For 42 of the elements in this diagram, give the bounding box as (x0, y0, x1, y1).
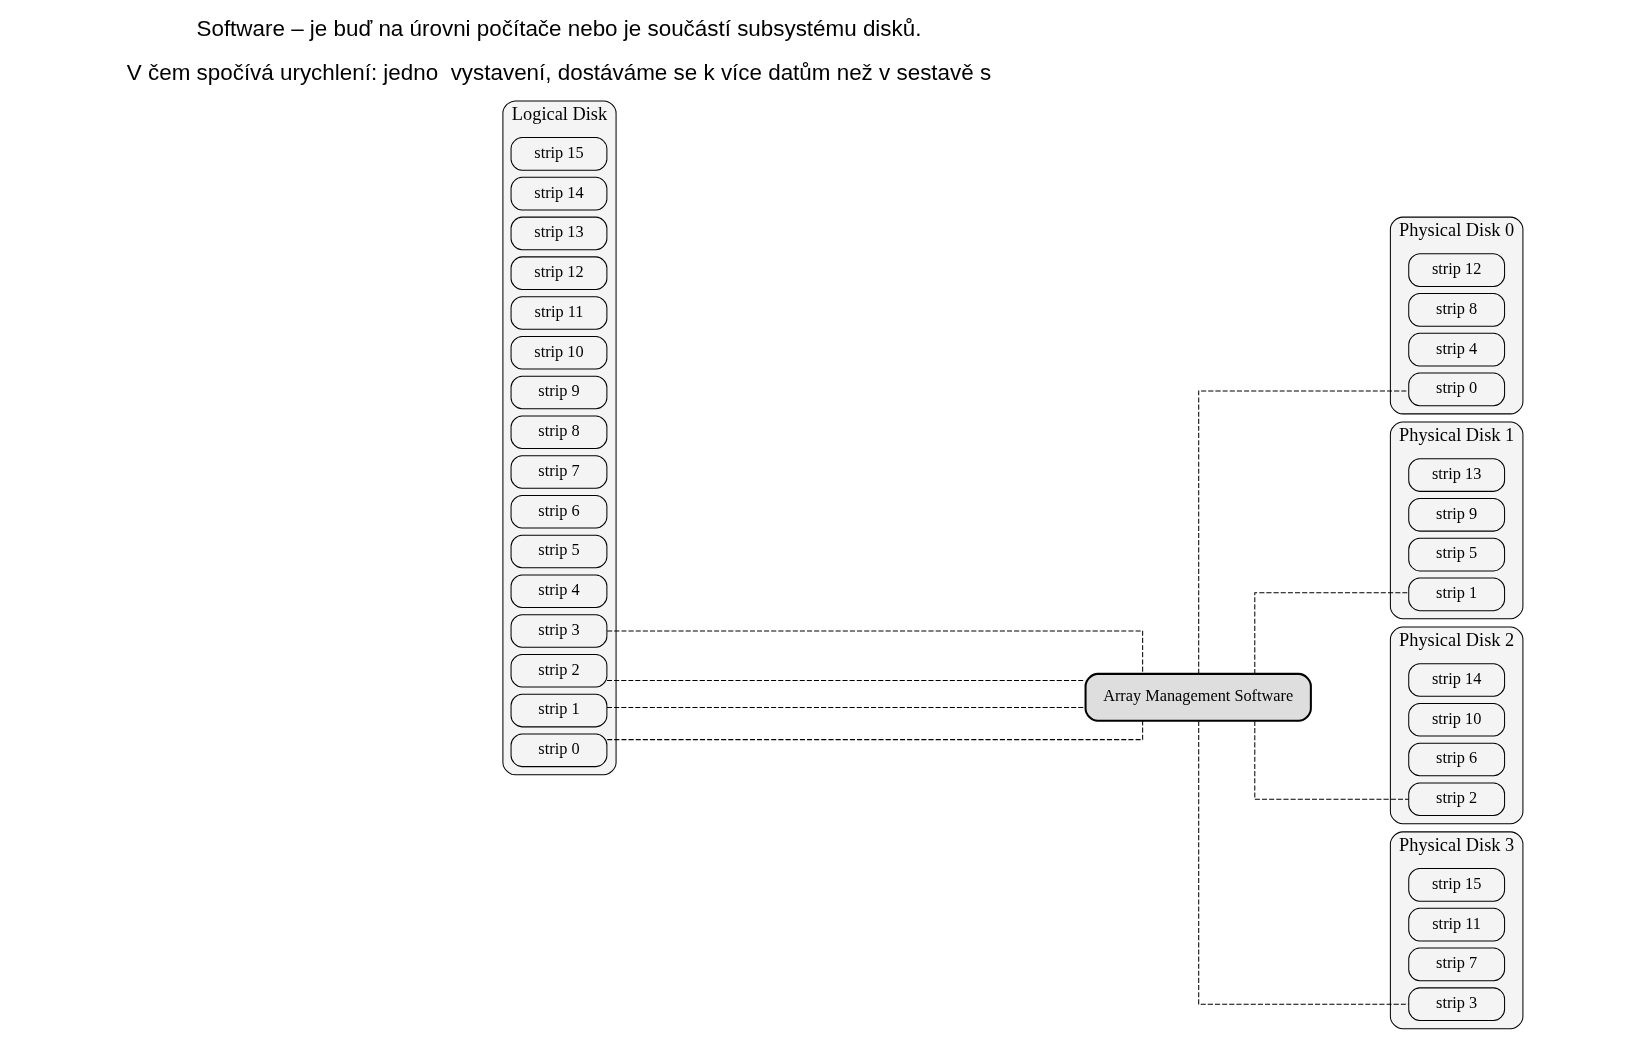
node-box: strip 10 (1407, 702, 1505, 737)
node-box: strip 1 (510, 693, 607, 728)
node-box: strip 8 (510, 415, 607, 450)
node-box: strip 14 (510, 176, 607, 211)
connector (606, 707, 1086, 708)
node-box: Array Management Software (1084, 672, 1312, 722)
node-box: strip 7 (1407, 947, 1505, 982)
node-box: strip 8 (1407, 293, 1505, 327)
node-box: strip 6 (510, 494, 607, 529)
node-box: strip 13 (510, 216, 607, 251)
node-box: strip 6 (1407, 742, 1505, 777)
connector (606, 630, 1143, 675)
node-box: strip 3 (510, 614, 607, 648)
label: Software – je buď na úrovni počítače nebo je součástí subsystému disků. (195, 16, 921, 42)
node-box: strip 4 (1407, 332, 1505, 367)
node-box: strip 0 (1407, 372, 1505, 407)
node-box: strip 2 (510, 654, 607, 688)
node-box: strip 0 (510, 733, 607, 768)
node-box: strip 12 (1407, 253, 1505, 287)
node-box: strip 14 (1407, 663, 1505, 697)
node-box: strip 7 (510, 455, 607, 489)
node-box: strip 2 (1407, 782, 1505, 817)
label: V čem spočívá urychlení: jedno vystavení, dostáváme se k více datům než v sestavě s (126, 60, 991, 86)
connector (1197, 390, 1409, 675)
connector (1253, 592, 1409, 675)
node-box: strip 9 (510, 375, 607, 410)
connector (606, 679, 1086, 681)
node-box: strip 1 (1407, 577, 1505, 612)
node-box: strip 10 (510, 335, 607, 370)
connector (1253, 720, 1409, 800)
node-box: strip 11 (1407, 907, 1505, 942)
node-box: strip 3 (1407, 987, 1505, 1021)
node-box: strip 11 (510, 296, 607, 330)
node-box: strip 15 (510, 137, 607, 171)
node-box: strip 5 (1407, 537, 1505, 572)
node-box: strip 15 (1407, 868, 1505, 902)
node-box: strip 13 (1407, 458, 1505, 492)
node-box: strip 12 (510, 256, 607, 290)
connector (1197, 720, 1409, 1005)
node-box: strip 4 (510, 574, 607, 609)
node-box: strip 9 (1407, 498, 1505, 532)
node-box: strip 5 (510, 534, 607, 569)
